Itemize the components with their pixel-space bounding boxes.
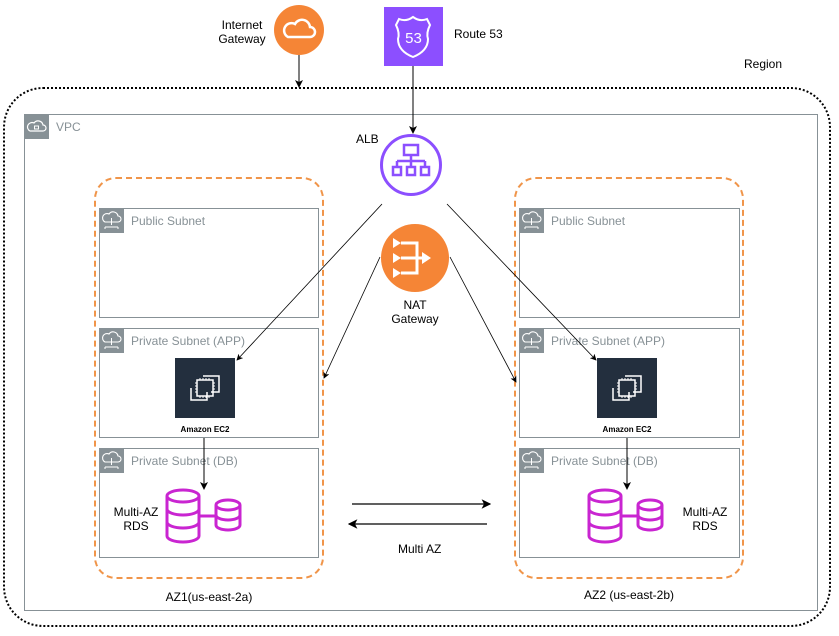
az1-db-subnet-label: Private Subnet (DB) bbox=[131, 454, 238, 468]
az2-db-subnet bbox=[519, 448, 740, 558]
route53-icon[interactable]: 53 bbox=[384, 7, 443, 66]
az1-label: AZ1(us-east-2a) bbox=[165, 590, 253, 604]
az1-db-subnet bbox=[99, 448, 319, 558]
az1-container bbox=[94, 177, 324, 579]
az2-ec2-icon[interactable] bbox=[597, 358, 657, 418]
az2-public-subnet-label: Public Subnet bbox=[551, 214, 626, 228]
az2-public-subnet bbox=[519, 208, 740, 318]
vpc-lock-cloud-icon bbox=[24, 114, 49, 139]
internet-gateway-icon[interactable] bbox=[274, 5, 324, 55]
alb-icon[interactable] bbox=[380, 134, 442, 196]
vpc-container bbox=[24, 114, 818, 611]
az1-app-subnet-label: Private Subnet (APP) bbox=[131, 334, 246, 348]
nat-gateway-icon[interactable] bbox=[381, 224, 449, 292]
alb-to-az1-ec2-arrow bbox=[236, 203, 383, 361]
alb-to-az2-ec2-arrow bbox=[446, 203, 597, 361]
az2-db-subnet-label: Private Subnet (DB) bbox=[551, 454, 658, 468]
route53-label: Route 53 bbox=[454, 27, 503, 41]
az2-rds-icon[interactable] bbox=[585, 488, 667, 548]
subnet-icon bbox=[519, 448, 544, 473]
alb-label: ALB bbox=[356, 132, 379, 146]
az2-app-subnet-label: Private Subnet (APP) bbox=[551, 334, 666, 348]
az2-ec2-label: Amazon EC2 bbox=[602, 425, 652, 434]
route53-glyph: 53 bbox=[405, 30, 422, 47]
region-boundary bbox=[3, 87, 831, 627]
region-label: Region bbox=[744, 57, 783, 71]
az1-ec2-icon[interactable] bbox=[175, 358, 235, 418]
nat-to-az1-arrow bbox=[323, 256, 381, 379]
nat-to-az2-arrow bbox=[449, 256, 517, 383]
subnet-icon bbox=[519, 328, 544, 353]
subnet-icon bbox=[99, 208, 124, 233]
az2-label: AZ2 (us-east-2b) bbox=[583, 588, 675, 602]
subnet-icon bbox=[99, 328, 124, 353]
vpc-label: VPC bbox=[56, 120, 81, 134]
multi-az-label: Multi AZ bbox=[398, 542, 442, 556]
subnet-icon bbox=[519, 208, 544, 233]
az1-rds-icon[interactable] bbox=[163, 488, 245, 548]
az1-public-subnet bbox=[99, 208, 319, 318]
az1-ec2-label: Amazon EC2 bbox=[180, 425, 230, 434]
subnet-icon bbox=[99, 448, 124, 473]
az1-public-subnet-label: Public Subnet bbox=[131, 214, 206, 228]
